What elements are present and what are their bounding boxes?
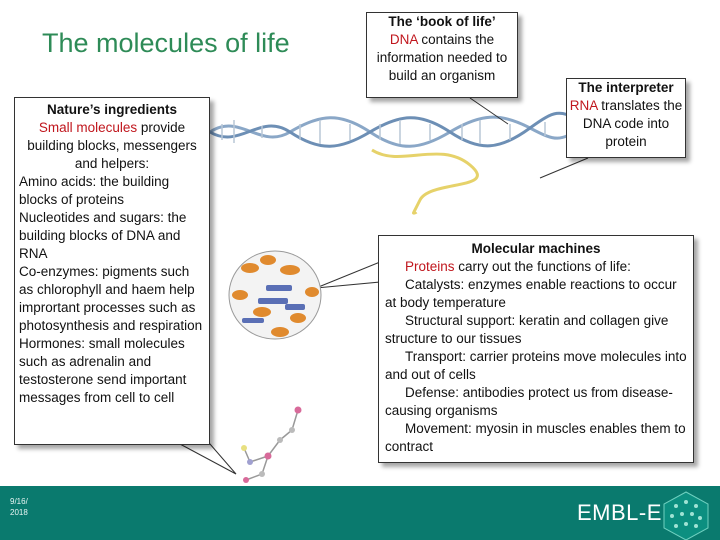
nature-item: Amino acids: the building blocks of prot…: [19, 174, 170, 207]
dna-highlight: DNA: [389, 32, 418, 47]
machines-item: Catalysts: enzymes enable reactions to o…: [385, 277, 677, 310]
book-body: DNA contains the information needed to b…: [369, 31, 515, 85]
small-molecule-image: [241, 406, 302, 483]
machines-item: Structural support: keratin and collagen…: [385, 313, 669, 346]
machines-heading: Molecular machines: [471, 241, 601, 256]
interpreter-callout: The interpreter RNA translates the DNA c…: [566, 78, 686, 158]
date-line-1: 9/16/: [10, 497, 28, 506]
machines-callout-pointer: [315, 261, 381, 289]
date-line-2: 2018: [10, 508, 28, 517]
nature-item: Nucleotides and sugars: the building blo…: [19, 210, 187, 261]
nature-intro: Small molecules provide building blocks,…: [19, 119, 205, 173]
machines-item: Transport: carrier proteins move molecul…: [385, 349, 687, 382]
footer-bar: [0, 486, 720, 540]
embl-ebi-logo: EMBL-EBI: [577, 500, 684, 525]
nature-intro-rest: provide building blocks, messengers and …: [27, 120, 197, 171]
nature-callout-pointer: [179, 443, 237, 475]
rna-strand-image: [371, 148, 479, 215]
molecular-machines-callout: Molecular machines Proteins carry out th…: [378, 235, 694, 463]
machines-item: Movement: myosin in muscles enables them…: [385, 421, 686, 454]
interpreter-heading: The interpreter: [578, 80, 674, 95]
nature-item: Hormones: small molecules such as adrena…: [19, 336, 187, 405]
machines-item: Defense: antibodies protect us from dise…: [385, 385, 673, 418]
slide-date: 9/16/ 2018: [10, 496, 28, 518]
book-body-rest: contains the information needed to build…: [376, 32, 508, 83]
protein-structure-image: [228, 250, 322, 340]
rna-highlight: RNA: [569, 98, 598, 113]
dna-helix-image: [209, 111, 591, 148]
book-heading: The ‘book of life’: [388, 14, 496, 29]
proteins-highlight: Proteins: [405, 259, 455, 274]
interpreter-body: RNA translates the DNA code into protein: [569, 97, 683, 151]
slide-title: The molecules of life: [42, 28, 290, 58]
small-molecules-highlight: Small molecules: [38, 120, 138, 135]
nature-heading: Nature’s ingredients: [46, 102, 178, 117]
book-of-life-callout: The ‘book of life’ DNA contains the info…: [366, 12, 518, 98]
machines-intro: Proteins carry out the functions of life…: [385, 258, 687, 276]
interpreter-body-rest: translates the DNA code into protein: [582, 98, 683, 149]
nature-ingredients-callout: Nature’s ingredients Small molecules pro…: [14, 97, 210, 445]
interpreter-callout-pointer: [539, 157, 589, 179]
nature-item: Co-enzymes: pigments such as chlorophyll…: [19, 264, 203, 333]
book-callout-pointer: [469, 97, 509, 125]
machines-intro-rest: carry out the functions of life:: [454, 259, 631, 274]
